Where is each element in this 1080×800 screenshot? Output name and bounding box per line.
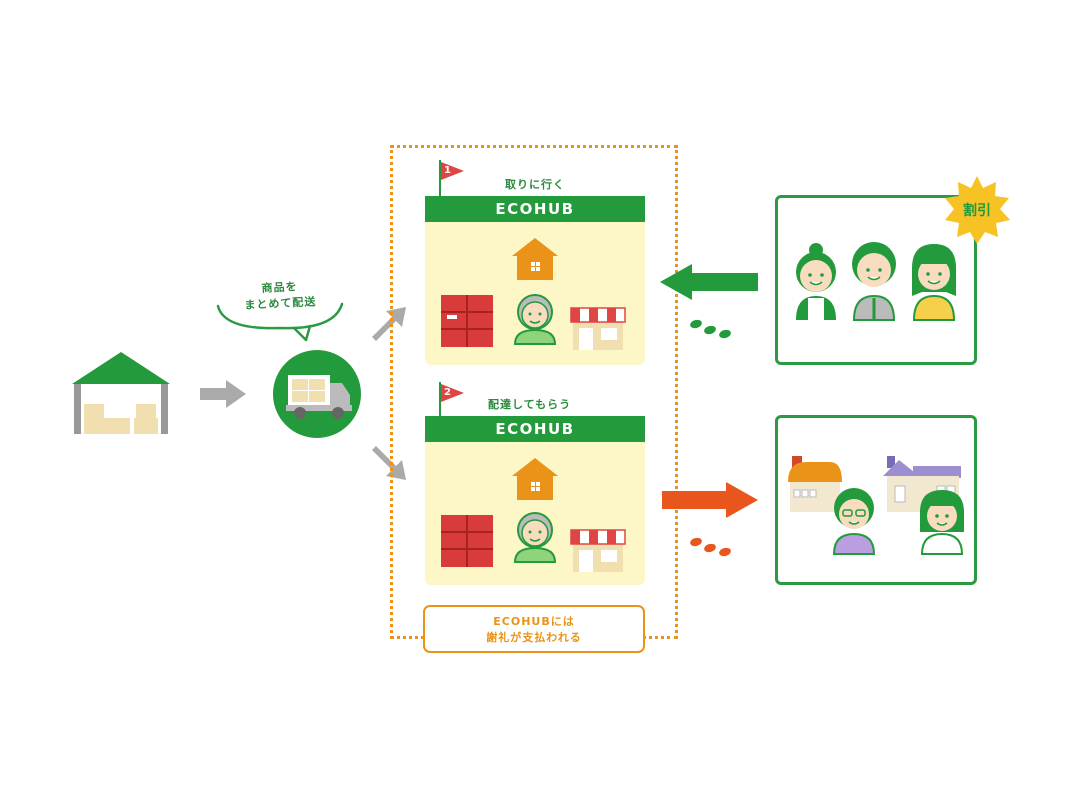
hub-label-1: 取りに行く xyxy=(505,178,565,191)
arrow-customers-to-hub xyxy=(660,264,758,300)
hub-number-2: 2 xyxy=(444,387,451,398)
speech-bubble-text: 商品を まとめて配送 xyxy=(224,277,336,315)
shop-icon xyxy=(570,529,626,572)
locker-icon xyxy=(441,295,493,347)
arrow-truck-to-hub-1 xyxy=(372,307,406,341)
flag-icon-2 xyxy=(439,382,464,418)
arrow-truck-to-hub-2 xyxy=(372,446,406,480)
ecohub-reward-note: ECOHUBには 謝礼が支払われる xyxy=(423,605,645,653)
discount-badge-icon xyxy=(945,176,1010,244)
locker-icon xyxy=(441,515,493,567)
speech-bubble xyxy=(216,302,344,342)
elderly-person-icon xyxy=(513,512,557,563)
customer-icon xyxy=(912,244,956,321)
warehouse-icon xyxy=(72,352,170,434)
note-line2: 謝礼が支払われる xyxy=(486,631,582,644)
customer-icon xyxy=(832,488,876,555)
delivery-truck-icon xyxy=(273,350,361,438)
house-icon xyxy=(512,238,558,280)
arrow-warehouse-to-truck xyxy=(200,380,246,408)
footprints-icon xyxy=(690,537,731,557)
residence-icon xyxy=(788,456,842,512)
hub-header-2: ECOHUB xyxy=(425,416,645,442)
footprints-icon xyxy=(690,319,731,339)
shop-icon xyxy=(570,307,626,350)
hub-label-2: 配達してもらう xyxy=(488,398,572,411)
customer-icon xyxy=(796,243,836,320)
customer-icon xyxy=(920,490,964,555)
house-icon xyxy=(512,458,558,500)
elderly-person-icon xyxy=(513,294,557,345)
flag-icon-1 xyxy=(439,160,464,196)
discount-badge-text: 割引 xyxy=(963,203,991,219)
customer-icon xyxy=(852,242,896,321)
hub-header-1: ECOHUB xyxy=(425,196,645,222)
hub-number-1: 1 xyxy=(444,165,451,176)
arrow-hub-to-residences xyxy=(662,482,758,518)
note-line1: ECOHUBには xyxy=(493,615,575,628)
